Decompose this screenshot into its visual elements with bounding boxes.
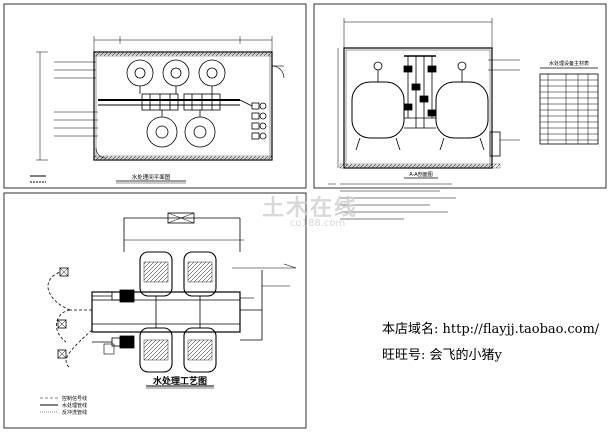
elevation-panel [313,3,607,189]
equipment-table-title: 水处理设备主材表 [549,60,589,67]
shop-wangwang-label: 旺旺号: [382,348,426,363]
shop-wangwang-value: 会飞的小猪y [429,348,502,363]
shop-domain-value[interactable]: http://flayjj.taobao.com/ [442,322,600,337]
process-panel [3,192,307,429]
floor-plan-title: 水处理间平面图 [132,173,171,181]
process-title: 水处理工艺图 [153,375,207,387]
watermark-logo: 土木在线 [262,190,358,222]
shop-domain-line: 本店域名: http://flayjj.taobao.com/ [382,318,599,337]
process-legend-water: 水处理管线 [62,402,87,409]
shop-wangwang-line: 旺旺号: 会飞的小猪y [382,344,502,363]
shop-domain-label: 本店域名: [382,322,439,337]
process-legend-control: 控制信号线 [62,395,87,402]
watermark-sub-block: co188.com [290,218,345,229]
elevation-title: A-A剖面图 [409,171,432,178]
floor-plan-panel [3,3,307,189]
equipment-table [539,67,599,145]
process-legend-backwash: 反冲洗管线 [62,409,87,416]
watermark-main: 土木在线 [262,196,359,221]
elevation-notes [328,183,456,220]
watermark-sub: co188.com [290,218,346,229]
